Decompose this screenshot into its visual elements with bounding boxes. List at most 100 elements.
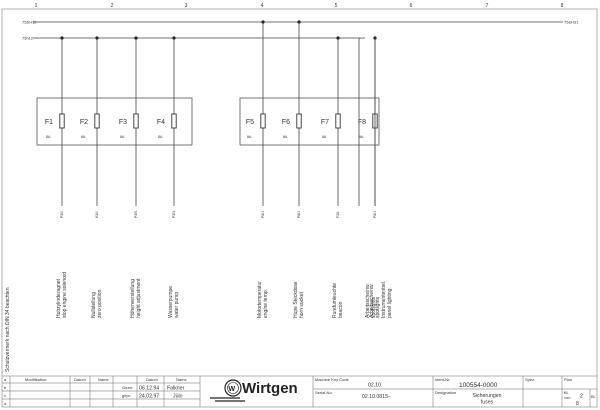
- rev-row-a: a: [4, 377, 7, 382]
- fuse-symbol: [133, 113, 139, 129]
- fuse-description: horn socket: [299, 292, 305, 318]
- fuse-description: Wasserpumpe: [168, 286, 174, 318]
- fuse-label: F8: [358, 119, 366, 126]
- plan-label: Plan: [564, 377, 572, 382]
- second-rail-left-label: 75h12: [22, 36, 34, 41]
- fuse-label: F4: [157, 119, 165, 126]
- column-label: 4: [261, 3, 264, 9]
- sheets-value: 8: [576, 401, 579, 407]
- junction-dot: [261, 20, 265, 24]
- serial-value: 02.10.0815-: [362, 394, 390, 400]
- checked-label: gepr.: [122, 393, 131, 398]
- machine-key-label: Machine Key Code: [315, 377, 350, 382]
- junction-dot: [172, 36, 176, 40]
- extra-description: spotlights: [371, 296, 377, 318]
- title-block: Modifikation Datum Name a b c d Datum Na…: [2, 375, 597, 407]
- machine-key-value: 02.10: [368, 383, 381, 389]
- fuse-description: Rundumleuchte: [332, 283, 338, 318]
- company-name: Wirtgen: [242, 380, 298, 397]
- extra-description: panel lighting: [387, 288, 393, 318]
- ident-label: Ident-Nr.: [435, 377, 450, 382]
- top-rail-right-label: 75&H31: [564, 20, 579, 25]
- checked-name: Jülo: [173, 394, 183, 400]
- rev-header-modification: Modifikation: [25, 377, 46, 382]
- junction-dot: [60, 36, 64, 40]
- fuse-label: F1: [45, 119, 53, 126]
- fuse-description: Motortemperatur: [257, 281, 263, 318]
- junction-dot: [134, 36, 138, 40]
- fuse-description: engine temp.: [263, 289, 269, 318]
- junction-dot: [95, 36, 99, 40]
- fuse-label: F3: [119, 119, 127, 126]
- column-label: 1: [35, 3, 38, 9]
- rev-header-name: Name: [98, 377, 109, 382]
- column-label: 3: [185, 3, 188, 9]
- rev-row-c: c: [4, 393, 6, 398]
- fuse-rating: 8A: [359, 135, 364, 139]
- fuse-description: Hubzylinderagnet: [56, 278, 62, 318]
- fuse-rating: 8A: [81, 135, 86, 139]
- serial-label: Serial-No.: [315, 390, 333, 395]
- spec-label: Spez.: [525, 377, 535, 382]
- designation-en: fuses: [481, 400, 494, 406]
- designation-label: Designation: [435, 390, 456, 395]
- wire-label: P3/3: [172, 211, 176, 218]
- fuse-symbol: [171, 113, 177, 129]
- rev-header-date: Datum: [74, 377, 86, 382]
- wire-label: F3/1: [336, 211, 340, 218]
- fuse-description: zero position: [97, 289, 103, 318]
- designation-de: Sicherungen: [472, 393, 501, 399]
- fuse-description: Arbeitsscheinw.: [369, 283, 375, 318]
- rev-row-b: b: [4, 385, 7, 390]
- fuse-rating: 8A: [283, 135, 288, 139]
- column-label: 2: [111, 3, 114, 9]
- fuse-rating: 8A: [120, 135, 125, 139]
- fuse-description: Höhenverstellung: [130, 279, 136, 318]
- junction-dot: [297, 20, 301, 24]
- drawn-date: 06.12.94: [139, 386, 159, 392]
- fuse-block-left: [36, 97, 193, 146]
- wire-label: P8/1: [297, 211, 301, 218]
- column-label: 6: [410, 3, 413, 9]
- fuse-description: Nullstellung: [91, 292, 97, 318]
- fuse-description: spotlights: [375, 296, 381, 318]
- column-label: 8: [561, 3, 564, 9]
- drawn-label: Gezei.: [122, 385, 134, 390]
- fuse-rating: 8A: [158, 135, 163, 139]
- fuse-description: height adjustment: [136, 278, 142, 318]
- sheet-label: Bl.: [564, 390, 569, 395]
- fuse-rating: 8A: [46, 135, 51, 139]
- fuse-label: F5: [246, 119, 254, 126]
- sheets-label: von: [564, 395, 570, 400]
- column-label: 5: [335, 3, 338, 9]
- wire-label: P8/1: [261, 211, 265, 218]
- fuse-description: beacon: [338, 301, 344, 318]
- drawn-name-header: Name: [176, 377, 187, 382]
- fuse-label: F2: [80, 119, 88, 126]
- fuse-symbol: [94, 113, 100, 129]
- junction-dot: [336, 36, 340, 40]
- fuse-description: water pump: [174, 292, 180, 318]
- wire-label: K3/0: [95, 211, 99, 218]
- ident-value: 100554-0000: [459, 382, 498, 389]
- checked-date: 24.02.97: [139, 394, 159, 400]
- extra-description: Arbeitsscheinw.: [365, 283, 371, 318]
- fuse-symbol: [59, 113, 65, 129]
- drawn-date-header: Datum: [146, 377, 158, 382]
- wirtgen-logo: W Wirtgen: [210, 379, 298, 402]
- extra-description: Instrumentenbel.: [381, 281, 387, 318]
- fuse-block-right: [239, 97, 380, 146]
- wire-label: P3/5: [134, 211, 138, 218]
- fuse-label: F7: [321, 119, 329, 126]
